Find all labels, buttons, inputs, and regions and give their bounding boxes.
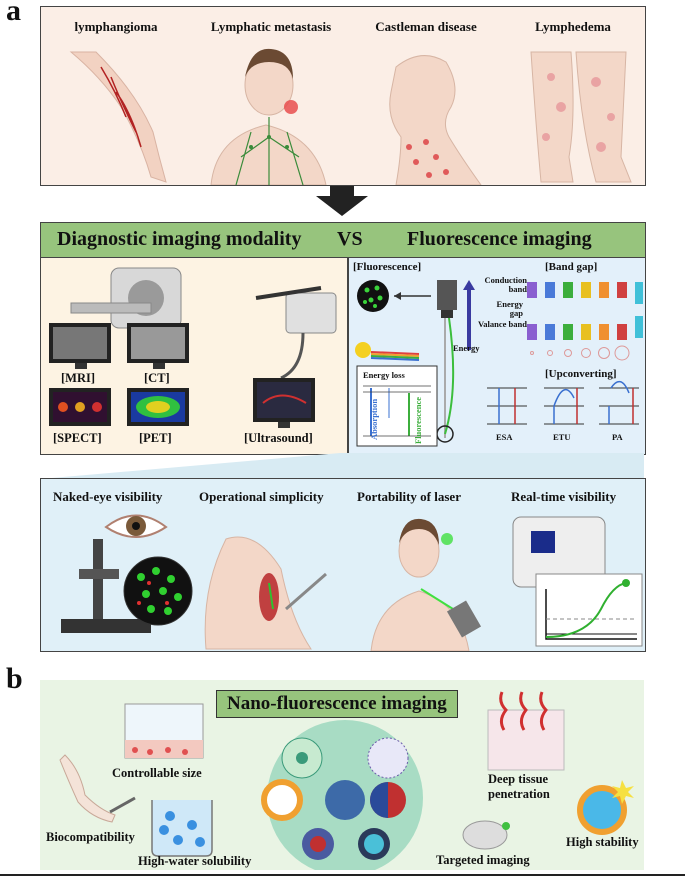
- advantage-real-time: Real-time visibility: [511, 489, 617, 504]
- fluorescence-diagrams: [355, 280, 643, 447]
- bottom-rule: [0, 874, 685, 876]
- conduction-band-label: Conduction band: [484, 275, 527, 294]
- energy-gap-label: Energy gap: [496, 299, 523, 318]
- advantages-panel: Naked-eye visibility Operational simplic…: [40, 478, 646, 652]
- ct-monitor: [127, 323, 189, 369]
- advantage-simplicity: Operational simplicity: [199, 489, 324, 504]
- zoom-connector: [40, 453, 644, 479]
- nano-illustrations: [59, 691, 634, 870]
- fluorescence-title: Fluorescence imaging: [407, 228, 592, 250]
- biocompatibility-label: Biocompatibility: [46, 830, 135, 844]
- panel-letter-b: b: [6, 662, 23, 695]
- deep-tissue-label: Deep tissue penetration: [488, 772, 550, 801]
- upconverting-diagrams: [487, 380, 639, 425]
- ultrasound-machine: [253, 286, 337, 428]
- ct-label: [CT]: [144, 371, 170, 385]
- absorption-label: Absorption: [369, 398, 379, 440]
- advantage-illustrations: [61, 514, 643, 651]
- etu-label: ETU: [553, 432, 571, 442]
- band-gap-bars: [527, 282, 643, 340]
- mri-label: [MRI]: [61, 371, 96, 385]
- disease-label-lymphangioma: lymphangioma: [74, 19, 158, 34]
- pet-label: [PET]: [139, 431, 172, 445]
- energy-label: Energy: [453, 343, 480, 353]
- fluorescence-label: [Fluorescence]: [353, 261, 422, 273]
- advantage-naked-eye: Naked-eye visibility: [53, 489, 163, 504]
- castleman-illustration: [389, 55, 482, 185]
- upconverting-label: [Upconverting]: [545, 368, 617, 380]
- controllable-size-label: Controllable size: [112, 766, 202, 780]
- arm-illustration: [69, 51, 167, 183]
- advantage-portability: Portability of laser: [357, 489, 461, 504]
- mri-monitor: [49, 323, 111, 369]
- esa-label: ESA: [496, 432, 513, 442]
- targeted-imaging-label: Targeted imaging: [436, 853, 530, 867]
- disease-label-lymphedema: Lymphedema: [535, 19, 611, 34]
- down-arrow: [316, 186, 368, 216]
- disease-label-metastasis: Lymphatic metastasis: [210, 19, 332, 34]
- nano-panel: Nano-fluorescence imaging: [40, 680, 644, 870]
- spect-monitor: [49, 388, 111, 426]
- disease-label-castleman: Castleman disease: [375, 19, 477, 34]
- pet-monitor: [127, 388, 189, 426]
- fluorescence-axis-label: Fluorescence: [413, 396, 423, 444]
- modality-illustrations: [49, 267, 337, 428]
- comparison-header: Diagnostic imaging modality VS Fluoresce…: [40, 222, 646, 258]
- water-solubility-label: High-water solubility: [138, 854, 252, 868]
- metastasis-illustration: [210, 48, 327, 185]
- energy-loss-label: Energy loss: [363, 370, 405, 380]
- valance-band-label: Valance band: [477, 319, 527, 329]
- nano-title: Nano-fluorescence imaging: [216, 690, 458, 718]
- diagnostic-title: Diagnostic imaging modality: [57, 228, 302, 250]
- nanoparticles: [261, 737, 409, 860]
- panel-letter-a: a: [6, 0, 21, 27]
- disease-panel: lymphangioma Lymphatic metastasis Castle…: [40, 6, 646, 186]
- modality-panel: [MRI] [CT] [SPECT] [PET] [Ultrasound]: [40, 257, 348, 455]
- mri-scanner: [70, 267, 182, 329]
- ultrasound-label: [Ultrasound]: [244, 431, 313, 445]
- high-stability-label: High stability: [566, 835, 639, 849]
- fluorescence-panel: [Fluorescence] [Band gap] Conduction ban…: [348, 257, 646, 455]
- disease-illustrations: [69, 48, 632, 185]
- spect-label: [SPECT]: [53, 431, 102, 445]
- vs-label: VS: [337, 228, 363, 250]
- band-gap-label: [Band gap]: [545, 261, 598, 273]
- pa-label: PA: [612, 432, 623, 442]
- lymphedema-illustration: [530, 51, 632, 183]
